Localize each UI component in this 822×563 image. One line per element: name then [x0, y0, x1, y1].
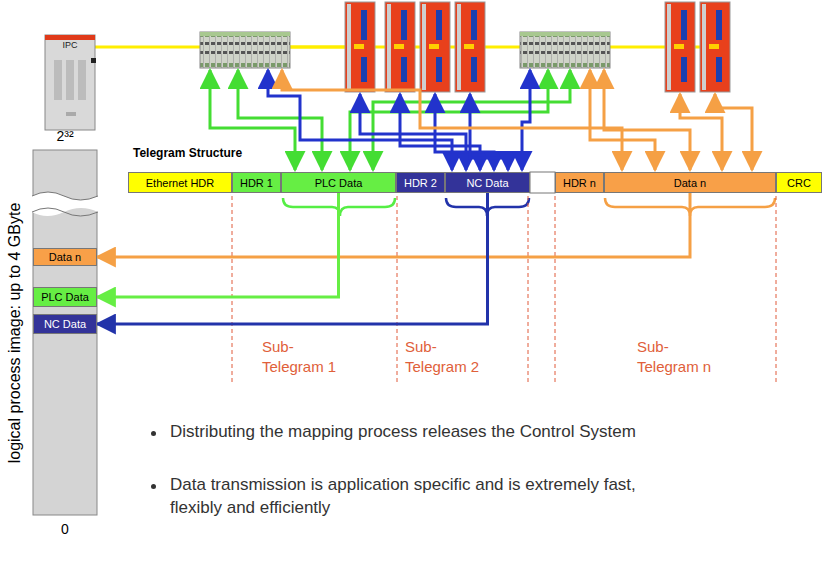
telegram-segment: HDR 2: [396, 172, 445, 193]
node-text: HDR 1: [240, 177, 273, 189]
ipc-box: IPC: [45, 40, 95, 58]
node-text: CRC: [787, 177, 811, 189]
node-text: PLC Data: [41, 291, 89, 303]
memory-block: Data n: [33, 248, 97, 266]
ethernet-cable: [95, 46, 200, 49]
node-text: IPC: [62, 40, 77, 50]
memory-block: PLC Data: [33, 287, 97, 307]
sub-telegram-divider: [232, 196, 776, 385]
telegram-segment: Data n: [604, 172, 776, 193]
empty-segment: [530, 172, 555, 193]
bullet-dot: [151, 484, 156, 489]
telegram-segment: HDR 1: [232, 172, 281, 193]
node-text: HDR 2: [404, 177, 437, 189]
sub-telegram-label: Sub- Telegram 2: [405, 337, 490, 378]
servo-drive: [345, 2, 730, 92]
sub-telegram-label: Sub- Telegram n: [637, 337, 722, 378]
mapping-arrow: [97, 193, 339, 297]
bullet-dot: [151, 431, 156, 436]
telegram-segment: NC Data: [445, 172, 530, 193]
node-text: 2³²: [56, 128, 73, 144]
bus-terminal-block: [200, 32, 290, 68]
node-text: Ethernet HDR: [146, 177, 214, 189]
mapping-arrow: [97, 193, 690, 257]
sub-telegram-label: Sub- Telegram 1: [262, 337, 347, 378]
node-text: Data n: [49, 251, 81, 263]
bus-terminal-block: [520, 32, 610, 68]
memory-block: NC Data: [33, 314, 97, 334]
memory-column: [32, 150, 98, 515]
mapping-arrow: [97, 193, 488, 324]
telegram-segment: CRC: [776, 172, 822, 193]
ipc-illustration: [45, 35, 96, 130]
data-arrow: [210, 70, 570, 170]
bullet-text: Data transmission is application specifi…: [170, 474, 690, 520]
telegram-segment: Ethernet HDR: [128, 172, 232, 193]
node-text: logical process image: up to 4 GByte: [6, 202, 24, 463]
process-image-column: 2³²logical process image: up to 4 GByte0…: [33, 150, 97, 515]
node-text: PLC Data: [315, 177, 363, 189]
node-text: 0: [61, 521, 69, 537]
data-arrow: [282, 70, 752, 170]
telegram-segment: PLC Data: [281, 172, 396, 193]
section-title: Telegram Structure: [133, 145, 242, 161]
data-arrow: [268, 70, 530, 170]
telegram-segment: HDR n: [555, 172, 604, 193]
node-text: Data n: [674, 177, 706, 189]
bullet-text: Distributing the mapping process release…: [170, 421, 690, 444]
node-text: HDR n: [563, 177, 596, 189]
node-text: NC Data: [466, 177, 508, 189]
node-text: NC Data: [44, 318, 86, 330]
